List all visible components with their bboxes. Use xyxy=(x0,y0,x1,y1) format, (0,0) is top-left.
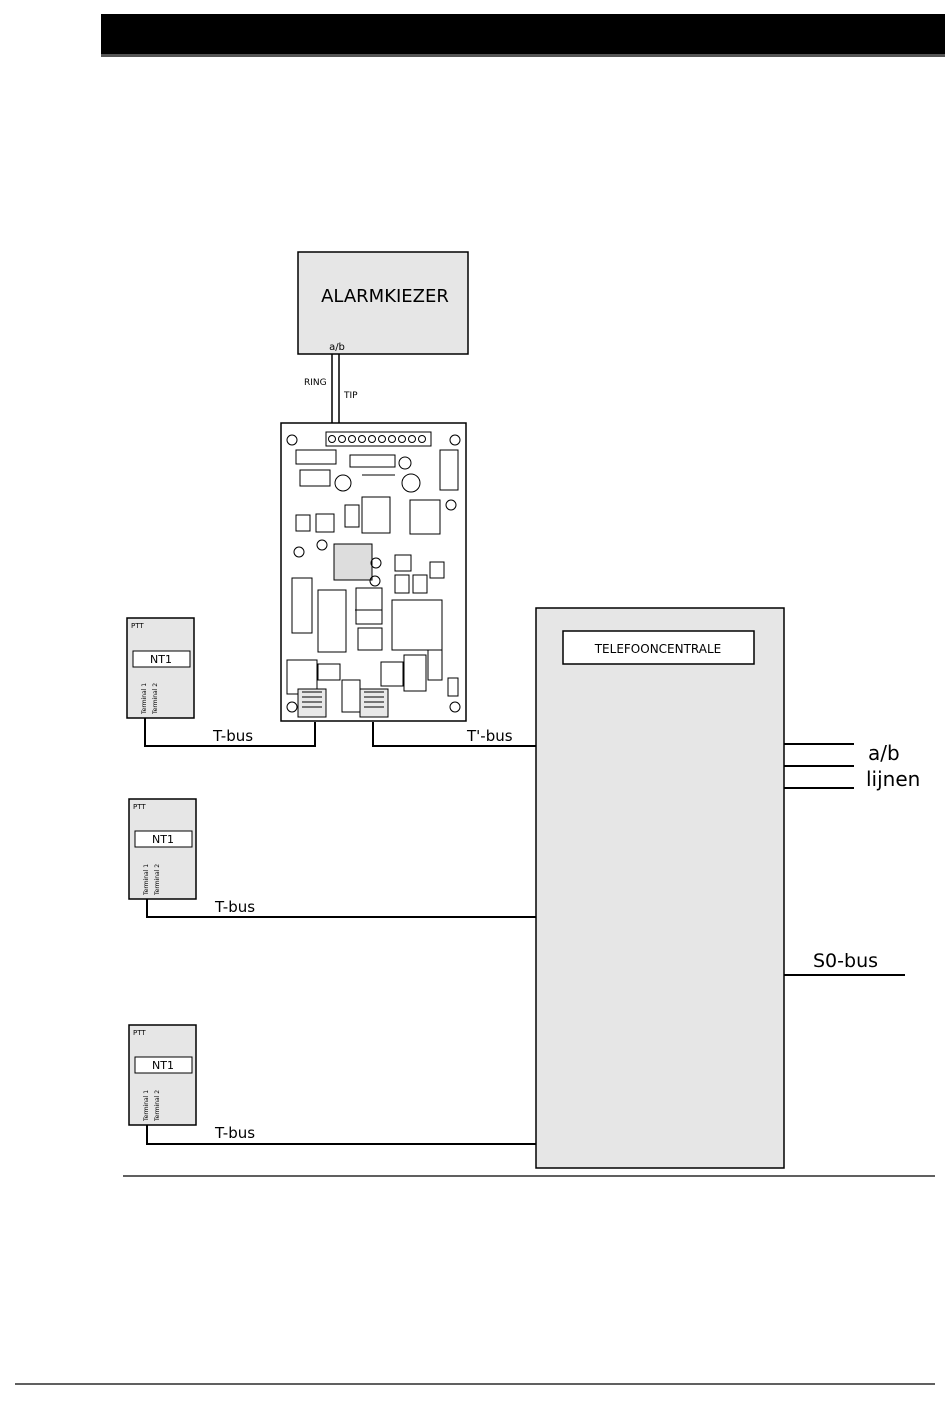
nt1-terminal1-2: Terminal 1 xyxy=(143,864,150,896)
nt1-terminal1-1: Terminal 1 xyxy=(141,683,148,715)
exchange-box xyxy=(536,608,784,1168)
exchange-title: TELEFOONCENTRALE xyxy=(594,642,722,656)
nt1-terminal1-3: Terminal 1 xyxy=(143,1090,150,1122)
nt1-box-3: PTT NT1 Terminal 1 Terminal 2 xyxy=(129,1025,196,1125)
alarm-dialer-port-label: a/b xyxy=(329,342,345,353)
nt1-box-2: PTT NT1 Terminal 1 Terminal 2 xyxy=(129,799,196,899)
nt1-brand-1: PTT xyxy=(131,622,144,630)
nt1-terminal2-2: Terminal 2 xyxy=(154,864,161,896)
nt1-terminal2-1: Terminal 2 xyxy=(152,683,159,715)
t-prime-bus-label: T'-bus xyxy=(466,727,513,745)
tip-label: TIP xyxy=(343,391,358,401)
nt1-label-3: NT1 xyxy=(152,1059,174,1072)
t-bus-line-2 xyxy=(147,899,537,917)
nt1-box-1: PTT NT1 Terminal 1 Terminal 2 xyxy=(127,618,194,718)
nt1-brand-2: PTT xyxy=(133,803,146,811)
circuit-board xyxy=(281,423,466,721)
ring-label: RING xyxy=(304,378,327,388)
t-bus-line-3 xyxy=(147,1125,537,1144)
alarm-dialer-title: ALARMKIEZER xyxy=(321,286,449,307)
s0-bus-label: S0-bus xyxy=(813,950,878,972)
ab-lines-label: a/b xyxy=(868,741,900,765)
lijnen-label: lijnen xyxy=(866,767,920,791)
nt1-brand-3: PTT xyxy=(133,1029,146,1037)
nt1-label-1: NT1 xyxy=(150,653,172,666)
t-bus-label-1: T-bus xyxy=(212,727,253,745)
t-bus-label-2: T-bus xyxy=(214,898,255,916)
nt1-label-2: NT1 xyxy=(152,833,174,846)
t-bus-label-3: T-bus xyxy=(214,1124,255,1142)
nt1-terminal2-3: Terminal 2 xyxy=(154,1090,161,1122)
